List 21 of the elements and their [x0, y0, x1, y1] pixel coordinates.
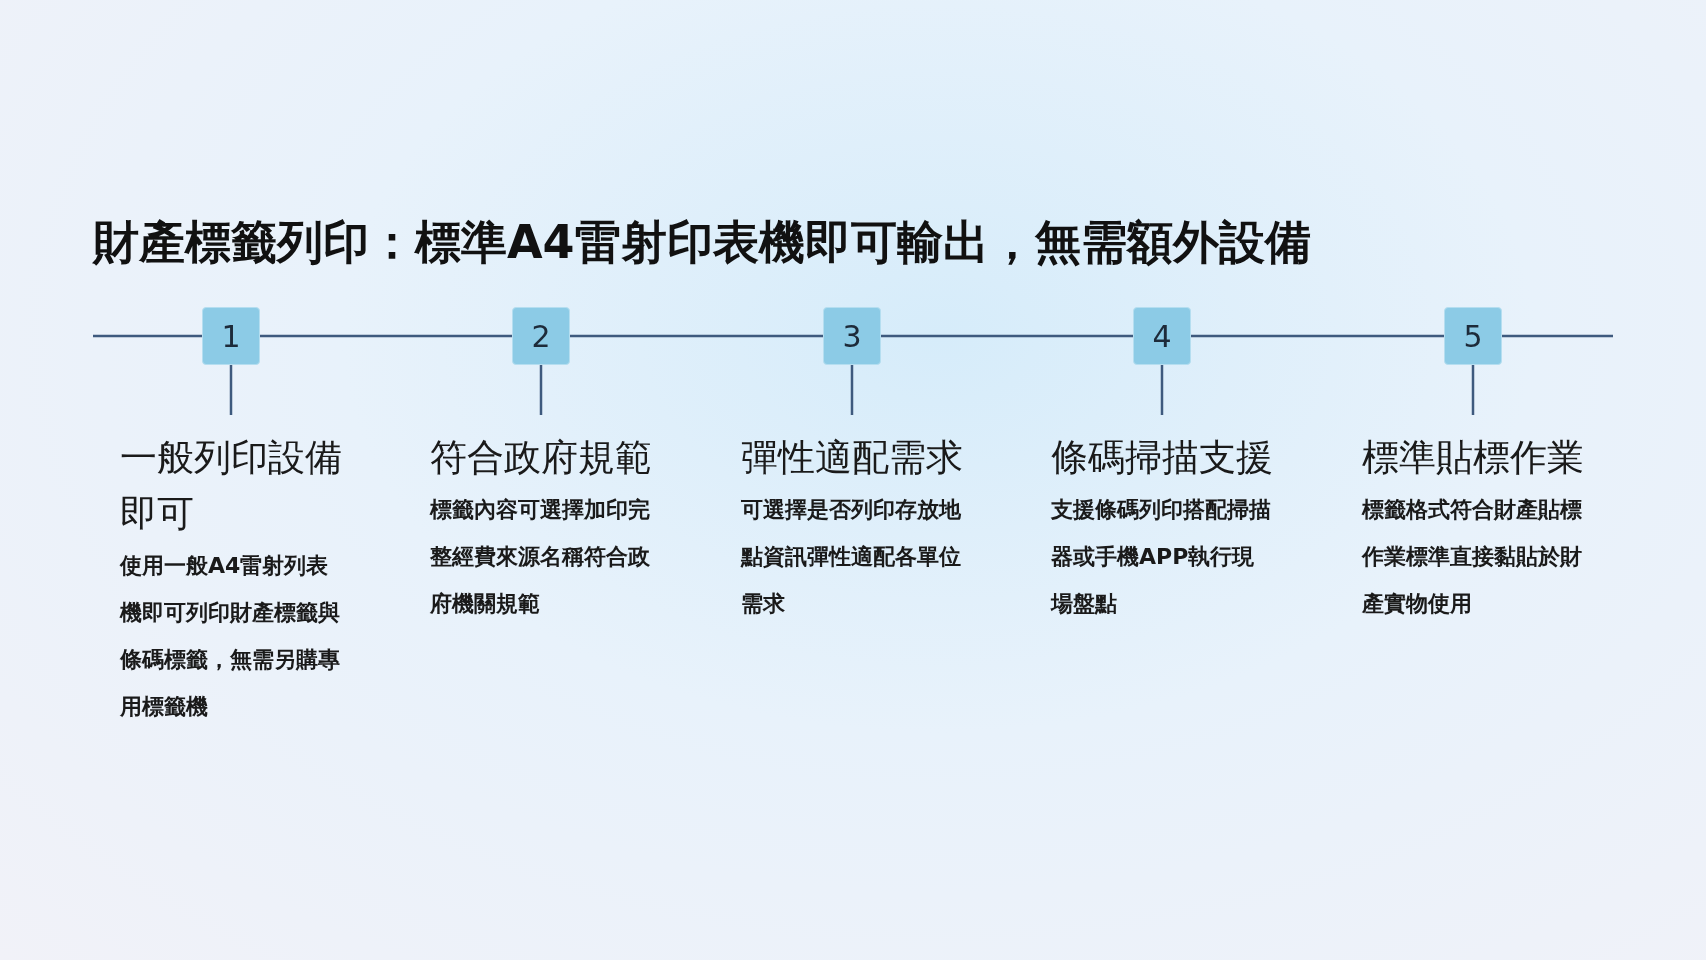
step-number-box: 3 [823, 307, 881, 365]
step-number-box: 2 [512, 307, 570, 365]
step-number-box: 5 [1444, 307, 1502, 365]
step-number-box: 4 [1133, 307, 1191, 365]
step-heading: 一般列印設備即可 [120, 435, 342, 537]
step-heading: 符合政府規範 [430, 435, 652, 481]
step-description: 標籤格式符合財產貼標作業標準直接黏貼於財產實物使用 [1362, 496, 1583, 618]
step-description: 使用一般A4雷射列表機即可列印財產標籤與條碼標籤，無需另購專用標籤機 [120, 552, 341, 721]
connector-line [229, 365, 233, 415]
step-heading: 條碼掃描支援 [1051, 435, 1273, 481]
title: 財產標籤列印：標準A4雷射印表機即可輸出，無需額外設備 [93, 214, 1311, 271]
connector-line [850, 365, 854, 415]
step-description: 支援條碼列印搭配掃描器或手機APP執行現場盤點 [1051, 496, 1272, 618]
step-description: 可選擇是否列印存放地點資訊彈性適配各單位需求 [741, 496, 962, 618]
step-description: 標籤內容可選擇加印完整經費來源名稱符合政府機關規範 [430, 496, 651, 618]
step-number-box: 1 [202, 307, 260, 365]
connector-line [1471, 365, 1475, 415]
step-heading: 彈性適配需求 [741, 435, 963, 481]
connector-line [1160, 365, 1164, 415]
connector-line [539, 365, 543, 415]
step-heading: 標準貼標作業 [1362, 435, 1584, 481]
